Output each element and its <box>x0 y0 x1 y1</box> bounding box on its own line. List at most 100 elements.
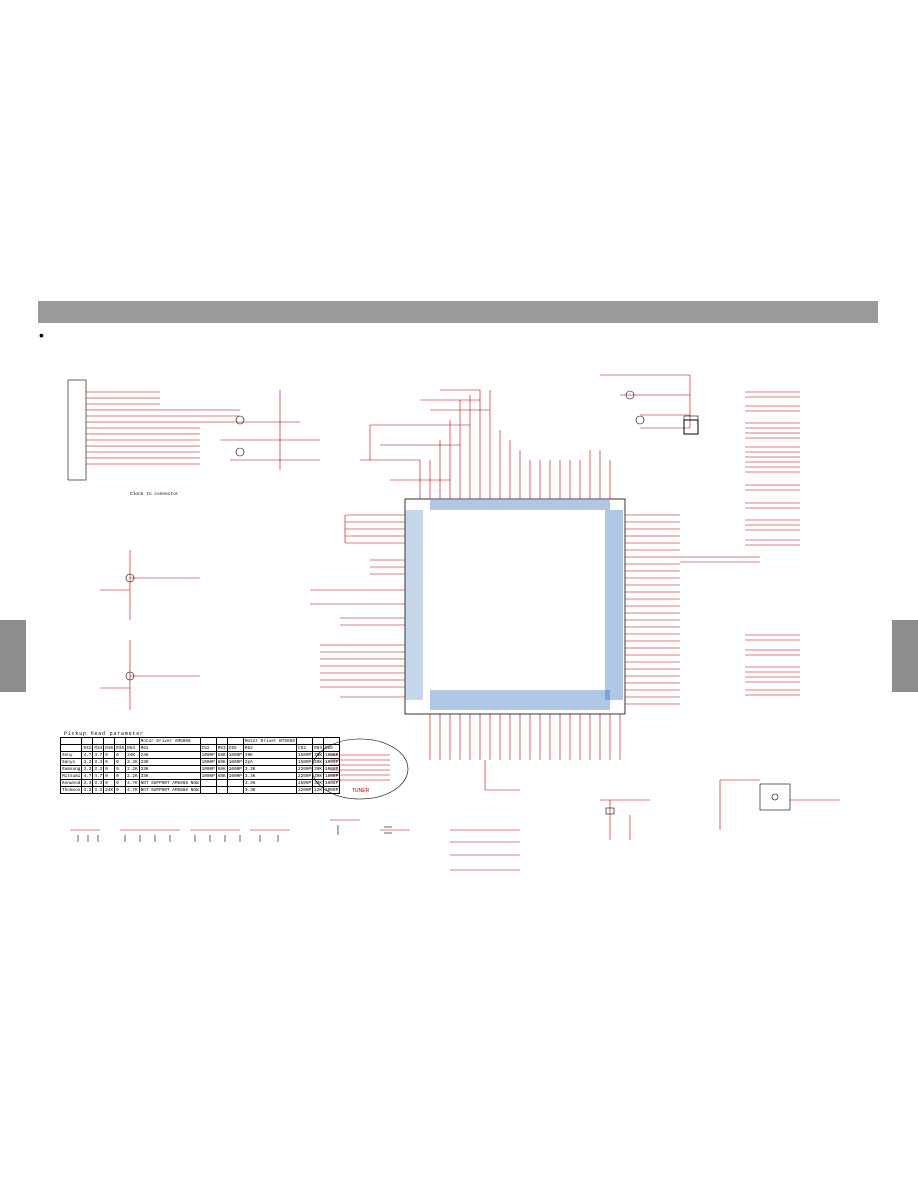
bullet-point: • <box>39 327 44 343</box>
table-cell <box>295 737 314 745</box>
table-cell: NOT SUPPORT AM5868 NOW <box>138 779 201 787</box>
left-page-tab <box>0 620 26 692</box>
table-cell <box>215 779 228 787</box>
ribbon-connector <box>67 379 87 481</box>
table-cell: C55 <box>226 744 244 752</box>
table-cell: 3.3K <box>242 786 297 794</box>
table-cell: R62 <box>242 744 297 752</box>
table-cell: R53 <box>125 744 140 752</box>
table-cell: 0 <box>103 779 116 787</box>
table-cell <box>323 737 341 745</box>
section-header-bar <box>38 301 878 323</box>
table-cell: R36 <box>103 744 116 752</box>
right-net-list <box>745 391 800 696</box>
table-cell: Mitsumi <box>59 772 83 780</box>
table-cell: R62 <box>138 744 201 752</box>
table-cell: 33K <box>312 779 325 787</box>
table-cell: C52 <box>295 744 314 752</box>
table-cell: 68K <box>215 751 228 759</box>
table-cell: 2pA <box>242 758 297 766</box>
table-cell: Motor Driver BTS650 <box>242 737 297 745</box>
table-cell: 1000P <box>323 758 341 766</box>
table-cell <box>226 779 244 787</box>
table-cell: 33K <box>138 758 201 766</box>
table-cell: 2.2K <box>125 765 140 773</box>
table-cell: 24K <box>138 751 201 759</box>
table-cell: 1000P <box>226 758 244 766</box>
table-cell: 1000P <box>199 751 217 759</box>
table-cell: 1000P <box>323 786 341 794</box>
pickup-table-title: Pickup head parameter <box>64 731 144 737</box>
ic-left-pins <box>310 514 405 698</box>
table-cell: R63 <box>312 744 325 752</box>
table-cell: Samsung <box>59 765 83 773</box>
bottom-capacitors <box>77 825 392 842</box>
table-cell <box>226 786 244 794</box>
table-cell: 0 <box>114 779 127 787</box>
table-cell: 4.7 <box>81 772 94 780</box>
table-cell: Sanyo <box>59 758 83 766</box>
table-cell: 1000P <box>199 772 217 780</box>
table-cell: 33K <box>138 772 201 780</box>
table-cell: 2.2K <box>125 772 140 780</box>
table-cell <box>103 737 116 745</box>
table-cell: 3.3 <box>81 779 94 787</box>
table-cell: 1500P <box>295 779 314 787</box>
table-cell: Motor Driver AM5868 <box>138 737 201 745</box>
table-cell: 24K <box>125 751 140 759</box>
table-cell <box>226 737 244 745</box>
table-cell <box>81 737 94 745</box>
table-cell <box>199 786 217 794</box>
table-cell: 1000P <box>226 772 244 780</box>
table-cell: 3.3 <box>92 786 105 794</box>
table-cell: 0 <box>114 751 127 759</box>
table-cell: 4.7 <box>92 772 105 780</box>
table-cell <box>92 737 105 745</box>
table-cell: 4.7K <box>125 779 140 787</box>
tuner-label: TUNER <box>352 788 370 794</box>
table-cell: 1000P <box>323 779 341 787</box>
table-cell: 0 <box>103 758 116 766</box>
table-cell: 68K <box>215 772 228 780</box>
table-cell: 3.3K <box>242 779 297 787</box>
table-cell: 68K <box>215 758 228 766</box>
table-cell: 1000P <box>323 751 341 759</box>
ic-bottom-pins <box>429 714 621 791</box>
table-cell: NOT SUPPORT AM5868 NOW <box>138 786 201 794</box>
table-cell: Sony <box>59 751 83 759</box>
table-cell: 24K <box>103 786 116 794</box>
table-cell: 39K <box>242 751 297 759</box>
table-cell: C55 <box>323 744 341 752</box>
table-cell: 12K <box>312 786 325 794</box>
right-page-tab <box>892 620 918 692</box>
table-cell <box>215 786 228 794</box>
table-cell: R35 <box>114 744 127 752</box>
table-header-row-top: Motor Driver AM5868 Motor Driver BTS650 <box>59 737 341 745</box>
table-cell: 0 <box>103 751 116 759</box>
table-cell <box>125 737 140 745</box>
table-cell: 2200P <box>295 772 314 780</box>
table-cell <box>199 737 217 745</box>
table-cell: 1000P <box>323 765 341 773</box>
table-cell: Kenwood <box>59 779 83 787</box>
table-cell: 4.7 <box>81 751 94 759</box>
table-cell <box>114 737 127 745</box>
table-cell: 1000P <box>226 765 244 773</box>
ic-pin-label-marks <box>405 500 623 710</box>
table-cell: 3.3 <box>92 779 105 787</box>
table-cell: R42 <box>81 744 94 752</box>
table-cell <box>59 744 83 752</box>
table-cell: 39K <box>312 772 325 780</box>
ic-top-pins <box>419 390 611 499</box>
table-cell: C52 <box>199 744 217 752</box>
table-cell: 3.3 <box>81 758 94 766</box>
table-cell: 39K <box>312 751 325 759</box>
